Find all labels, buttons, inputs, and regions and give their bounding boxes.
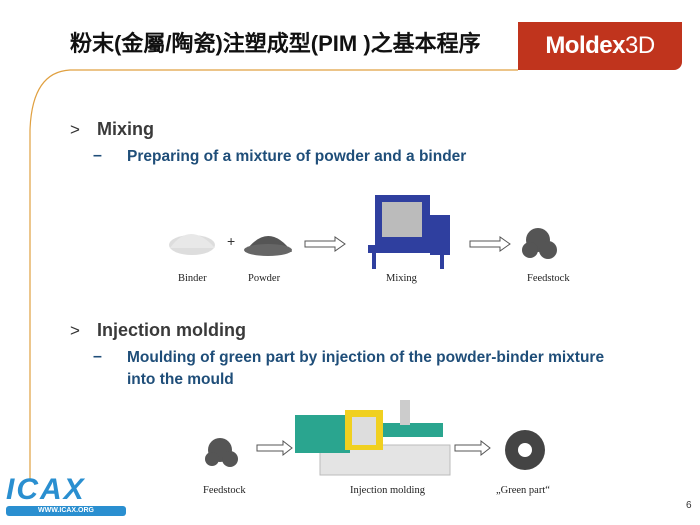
injection-molding-machine-image [295, 400, 451, 476]
green-part-image [505, 430, 545, 470]
heading-mixing: Mixing [97, 119, 154, 139]
plus-sign: + [227, 233, 236, 249]
page-title: 粉末(金屬/陶瓷)注塑成型(PIM )之基本程序 [70, 31, 481, 56]
binder-pile-image [169, 234, 215, 255]
sub-bullet-marker: – [93, 348, 102, 365]
icax-logo: ICAX WWW.ICAX.ORG [6, 474, 126, 520]
injection-process-diagram [205, 400, 545, 476]
heading-injection-molding: Injection molding [97, 320, 246, 340]
arrow-icon [256, 439, 293, 457]
mixing-process-diagram [169, 195, 557, 269]
bullet-marker: > [70, 321, 80, 340]
arrow-icon [304, 236, 346, 252]
caption-mixing: Mixing [386, 273, 417, 284]
caption-green-part: „Green part“ [496, 485, 550, 496]
caption-feedstock: Feedstock [203, 485, 246, 496]
mixing-description: Preparing of a mixture of powder and a b… [127, 148, 467, 165]
arrow-icon [454, 439, 491, 457]
feedstock-pellets-image [522, 228, 557, 259]
caption-powder: Powder [248, 273, 281, 284]
mixer-machine-image [368, 195, 450, 269]
bullet-marker: > [70, 120, 80, 139]
caption-injection-molding: Injection molding [350, 485, 425, 496]
injection-description: Moulding of green part by injection of t… [127, 349, 605, 388]
arrow-icon [469, 236, 511, 252]
page-number: 6 [686, 500, 692, 511]
powder-pile-image [244, 236, 292, 256]
feedstock-pellets-image [205, 438, 238, 467]
sub-bullet-marker: – [93, 147, 102, 164]
caption-feedstock: Feedstock [527, 273, 570, 284]
caption-binder: Binder [178, 273, 207, 284]
